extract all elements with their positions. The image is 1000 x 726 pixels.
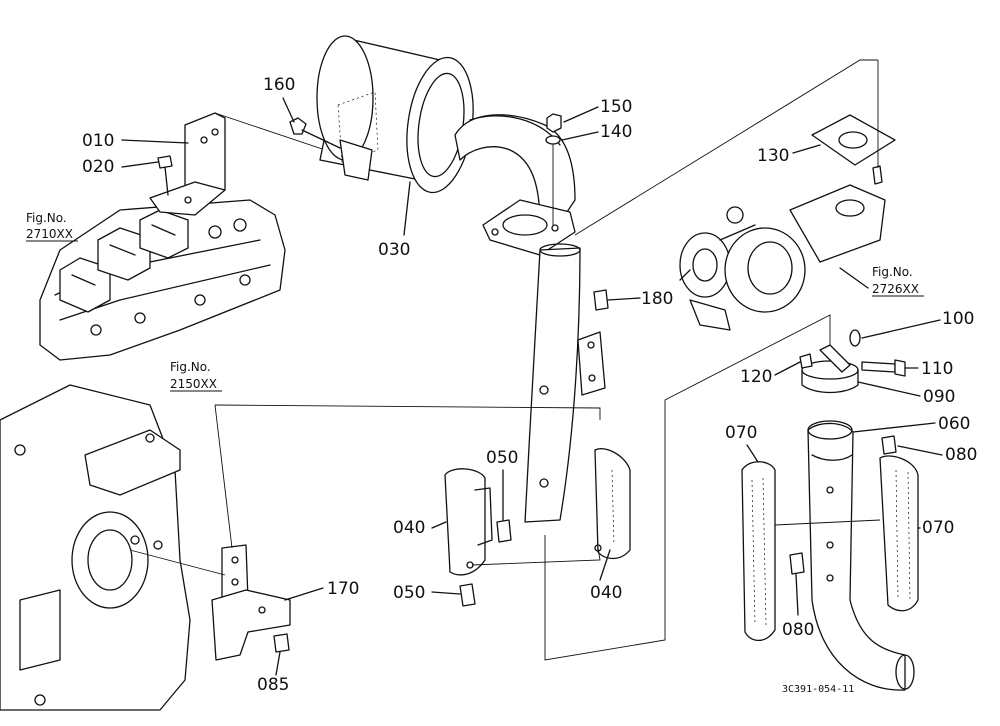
label-080-lower: 080 — [782, 620, 814, 640]
label-170: 170 — [327, 579, 359, 599]
fig-ref-2726-prefix: Fig.No. — [872, 265, 913, 279]
fig-ref-2726-number: 2726XX — [872, 282, 919, 296]
bolt-050-lower — [459, 583, 476, 607]
washer-100 — [849, 329, 861, 347]
label-060: 060 — [938, 414, 970, 434]
label-085: 085 — [257, 675, 289, 695]
label-050-upper: 050 — [486, 448, 518, 468]
label-040-left: 040 — [393, 518, 425, 538]
label-120: 120 — [740, 367, 772, 387]
fig-ref-2726: Fig.No. 2726XX — [872, 265, 924, 297]
plug-180 — [593, 289, 609, 311]
label-180: 180 — [641, 289, 673, 309]
heat-shield-040-right — [594, 448, 631, 560]
label-030: 030 — [378, 240, 410, 260]
fig-ref-2150-number: 2150XX — [170, 377, 217, 391]
clamp-090 — [801, 344, 859, 394]
bolt-110 — [861, 359, 906, 377]
bolt-050-upper — [496, 519, 512, 543]
label-020: 020 — [82, 157, 114, 177]
muffler-030 — [316, 35, 576, 256]
label-010: 010 — [82, 131, 114, 151]
label-110: 110 — [921, 359, 953, 379]
label-130: 130 — [757, 146, 789, 166]
perforated-shield-070-left — [741, 461, 776, 642]
bolt-080-lower — [789, 552, 805, 575]
label-160: 160 — [263, 75, 295, 95]
nut-120 — [799, 353, 813, 369]
bolt-020 — [157, 155, 173, 196]
fig-ref-2710: Fig.No. 2710XX — [26, 211, 78, 242]
engine-housing — [0, 384, 191, 711]
bolt-080-upper — [881, 435, 897, 455]
drawing-code: 3C391-054-11 — [782, 684, 854, 695]
label-100: 100 — [942, 309, 974, 329]
exhaust-pipe — [524, 243, 606, 523]
label-070-left: 070 — [725, 423, 757, 443]
fig-ref-2710-prefix: Fig.No. — [26, 211, 67, 225]
fig-ref-2150: Fig.No. 2150XX — [170, 360, 222, 392]
label-070-right: 070 — [922, 518, 954, 538]
heat-shield-040-left — [444, 468, 493, 576]
label-040-right: 040 — [590, 583, 622, 603]
turbocharger — [679, 184, 886, 331]
label-080-upper: 080 — [945, 445, 977, 465]
tail-pipe-060 — [807, 420, 915, 691]
fig-ref-2710-number: 2710XX — [26, 227, 73, 241]
label-090: 090 — [923, 387, 955, 407]
bolt-085 — [273, 633, 290, 653]
label-150: 150 — [600, 97, 632, 117]
perforated-shield-070-right — [879, 455, 919, 612]
gasket-130 — [811, 60, 896, 185]
nut-150 — [546, 113, 562, 133]
label-050-lower: 050 — [393, 583, 425, 603]
bracket-170 — [211, 544, 291, 661]
washer-140 — [545, 135, 561, 225]
label-leaders — [121, 97, 943, 676]
fig-ref-2150-prefix: Fig.No. — [170, 360, 211, 374]
assembly-lines — [129, 59, 881, 661]
exhaust-manifold — [39, 199, 286, 361]
label-140: 140 — [600, 122, 632, 142]
